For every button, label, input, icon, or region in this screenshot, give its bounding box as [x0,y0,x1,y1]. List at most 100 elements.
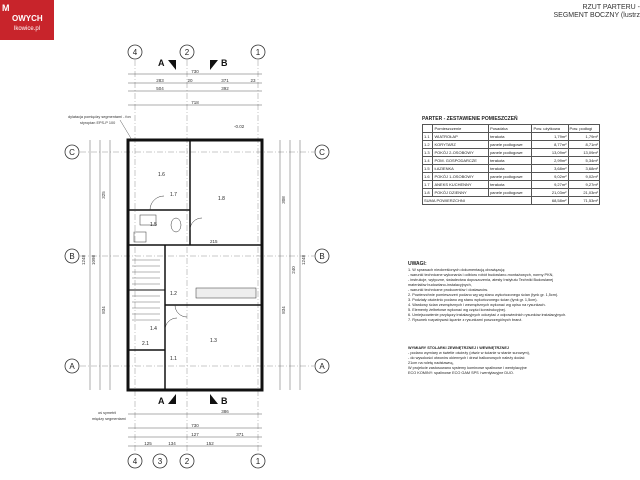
axis-label-4-top: 4 [133,48,138,57]
dim-top-6: 504 [156,86,164,91]
window-notes-block: WYMIARY STOLARKI ZEWNĘTRZNEJ I WEWNĘTRZN… [408,346,588,376]
note-line: 6. Umiejscowienie przyłączy instalacyjny… [408,313,567,317]
dim-top-4: 371 [221,78,229,83]
room-label-1-3: 1.3 [210,338,217,344]
section-a-bottom: A [158,396,165,406]
building-walls [126,138,264,392]
table-cell: 9,02m² [531,172,569,181]
window-notes-heading: WYMIARY STOLARKI ZEWNĘTRZNEJ I WEWNĘTRZN… [408,346,509,350]
dimension-lines-top [128,73,262,106]
table-header-cell: Pow. podłogi [567,124,601,133]
room-label-1-6: 1.6 [158,172,165,178]
dim-bot-7: 371 [236,432,244,437]
drawing-title: RZUT PARTERU - SEGMENT BOCZNY (lustrz [554,4,640,20]
table-header-row: Pomieszczenie Posadzka Pow. użytkowa Pow… [421,124,601,133]
axis-label-3-bottom: 3 [158,457,163,466]
table-header-cell: Posadzka [488,124,533,133]
room-label-1-5: 1.5 [150,222,157,228]
title-line-2: SEGMENT BOCZNY (lustrz [553,12,640,19]
table-cell: 1.4 [421,156,434,165]
axis-label-1-bottom: 1 [256,457,261,466]
table-cell: terakota [488,132,533,141]
section-b-bottom: B [221,396,228,406]
table-cell: 2,99m² [531,156,569,165]
plan-note-1: dylatacja pomiędzy segmentami - fon [68,115,131,119]
room-label-1-4: 1.4 [150,326,157,332]
dim-top-3: 20 [187,78,193,83]
section-markers [168,60,218,404]
note-leader-1 [119,119,133,141]
axis-label-c-right: C [319,148,325,157]
window-note-line: 21cm na roletę nadstawną, [408,361,454,365]
table-cell: 1.6 [421,172,434,181]
plan-note-2: styropian EPS-P 100 [80,121,115,125]
note-line: 1. W sprawach nieokreślonych dokumentacj… [408,268,506,272]
table-header-cell: Pow. użytkowa [531,124,569,133]
table-cell: 1.1 [421,132,434,141]
window-note-line: - podano wymiary w świetle ościeży (otwó… [408,351,530,355]
table-cell: terakota [488,180,533,189]
sum-floor: 71,53m² [567,196,601,205]
dim-top-2: 283 [156,78,164,83]
axis-label-a-left: A [69,362,75,371]
level-mark: -0.02 [234,124,245,129]
table-cell: 5,34m² [567,156,601,165]
note-line: 4. Wardowy ścian zewnętrznych i wewnętrz… [408,303,546,307]
table-cell: 1.2 [421,140,434,149]
axis-label-4-bottom: 4 [133,457,138,466]
note-line: - warunki techniczne producentów i dosta… [408,288,488,292]
dim-bot-2: 730 [191,423,199,428]
table-cell: 13,09m² [567,148,601,157]
table-cell: KORYTARZ [432,140,490,149]
table-cell: 9,02m² [567,172,601,181]
table-cell: terakota [488,156,533,165]
table-cell: ANEKS KUCHENNY [432,180,490,189]
table-cell: panele podłogowe [488,140,533,149]
table-cell: panele podłogowe [488,172,533,181]
table-cell: 8,71m² [567,140,601,149]
axis-label-b-right: B [319,252,324,261]
room-label-1-7: 1.7 [170,192,177,198]
table-cell: terakota [488,164,533,173]
plan-note-4: między segmentami [92,417,126,421]
dim-right-1: 308 [281,196,286,204]
dimension-lines-bottom [128,413,262,447]
dim-right-4: 240 [291,266,296,274]
table-header-cell [421,124,434,133]
axis-label-c-left: C [69,148,75,157]
table-cell: 3,68m² [531,164,569,173]
table-cell: POKÓJ 1-OSOBOWY [432,172,490,181]
notes-heading: UWAGI: [408,261,427,267]
note-line: - warunki techniczne wykonania i odbioru… [408,273,554,277]
table-cell: 8,77m² [531,140,569,149]
section-a-top: A [158,58,165,68]
title-line-1: RZUT PARTERU - [582,4,640,11]
dim-bot-1: 386 [221,409,229,414]
window-note-line: - do wysokości otworów okiennych i drzwi… [408,356,525,360]
table-cell: 1,79m² [531,132,569,141]
note-line: 2. Powierzchnie pomieszczeń podano wg wg… [408,293,559,297]
note-line: 5. Elementy żelbetowe wykonać wg części … [408,308,506,312]
bathroom-fixtures [133,214,182,243]
table-cell: 1.3 [421,148,434,157]
note-line: materiałów budowlano-instalacyjnych, [408,283,472,287]
dim-left-4: 1248 [81,254,86,265]
dim-right-2: 834 [281,306,286,314]
axis-label-b-left: B [69,252,74,261]
staircase [132,259,160,321]
table-cell: 1,79m² [567,132,601,141]
kitchen-counter [195,287,257,299]
table-cell: 1.5 [421,164,434,173]
table-cell: panele podłogowe [488,188,533,197]
table-cell: 13,09m² [531,148,569,157]
axis-label-a-right: A [319,362,325,371]
room-label-1-1: 1.1 [170,356,177,362]
logo-line-3: lkowice.pl [14,26,41,32]
